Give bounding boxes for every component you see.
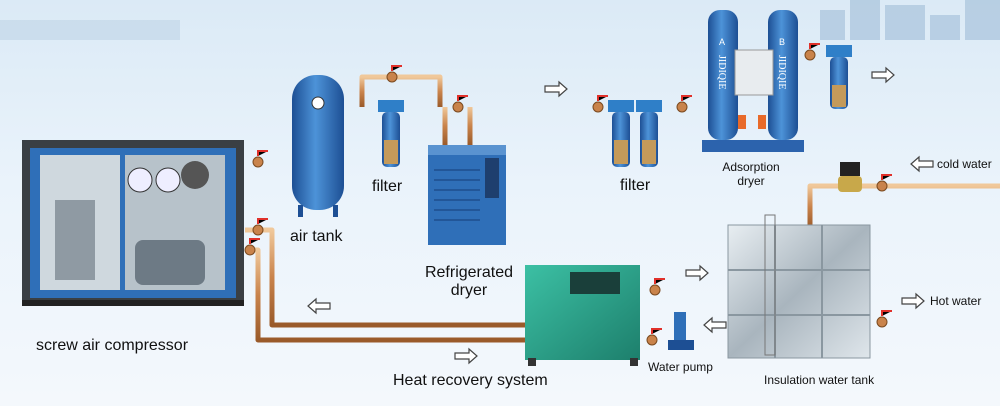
tower-label-a: A (719, 37, 725, 47)
label-filter-2: filter (620, 177, 651, 194)
air-tank (292, 75, 344, 217)
label-filter-1: filter (372, 178, 403, 195)
water-pump (668, 312, 694, 350)
brand-text-b: JIDIQIE (776, 55, 787, 89)
solenoid-valve (840, 162, 860, 176)
label-air-tank: air tank (290, 228, 343, 245)
insulation-water-tank (727, 214, 871, 359)
label-adsorption-line1: Adsorption (722, 160, 780, 174)
label-refrigerated-line2: dryer (450, 282, 488, 299)
arrow-right-icon (685, 264, 709, 282)
label-refrigerated-line1: Refrigerated (424, 264, 514, 281)
refrigerated-dryer (428, 145, 506, 245)
label-adsorption-dryer: Adsorption dryer (716, 160, 786, 188)
pipe-refrigerated-loop (442, 107, 473, 145)
arrow-right-icon (544, 80, 568, 98)
screw-air-compressor (22, 140, 244, 306)
label-water-pump: Water pump (648, 360, 713, 374)
label-insulation-water-tank: Insulation water tank (764, 373, 875, 387)
label-refrigerated-dryer: Refrigerated dryer (418, 264, 520, 300)
heat-recovery-unit (525, 265, 640, 366)
adsorption-dryer: A B JIDIQIE JIDIQIE (702, 10, 804, 152)
label-heat-recovery-system: Heat recovery system (393, 372, 548, 389)
tower-label-b: B (779, 37, 785, 47)
label-screw-air-compressor: screw air compressor (36, 337, 189, 354)
arrow-right-icon (454, 347, 478, 365)
pipe-bypass (359, 74, 443, 107)
brand-text-a: JIDIQIE (716, 55, 727, 89)
arrow-left-icon (307, 297, 331, 315)
filter-2a (608, 100, 634, 167)
label-adsorption-line2: dryer (737, 174, 765, 188)
valves (244, 43, 892, 346)
label-hot-water: Hot water (930, 294, 982, 308)
flow-arrows (307, 66, 934, 365)
pipe-cold-water (807, 183, 1000, 228)
arrow-right-icon (901, 292, 925, 310)
filters (378, 45, 852, 167)
filter-2b (636, 100, 662, 167)
city-skyline (0, 0, 1000, 40)
arrow-left-icon (910, 155, 934, 173)
label-cold-water: cold water (937, 157, 992, 171)
arrow-left-icon (703, 316, 727, 334)
filter-1 (378, 100, 404, 167)
filter-3 (826, 45, 852, 109)
arrow-right-icon (871, 66, 895, 84)
